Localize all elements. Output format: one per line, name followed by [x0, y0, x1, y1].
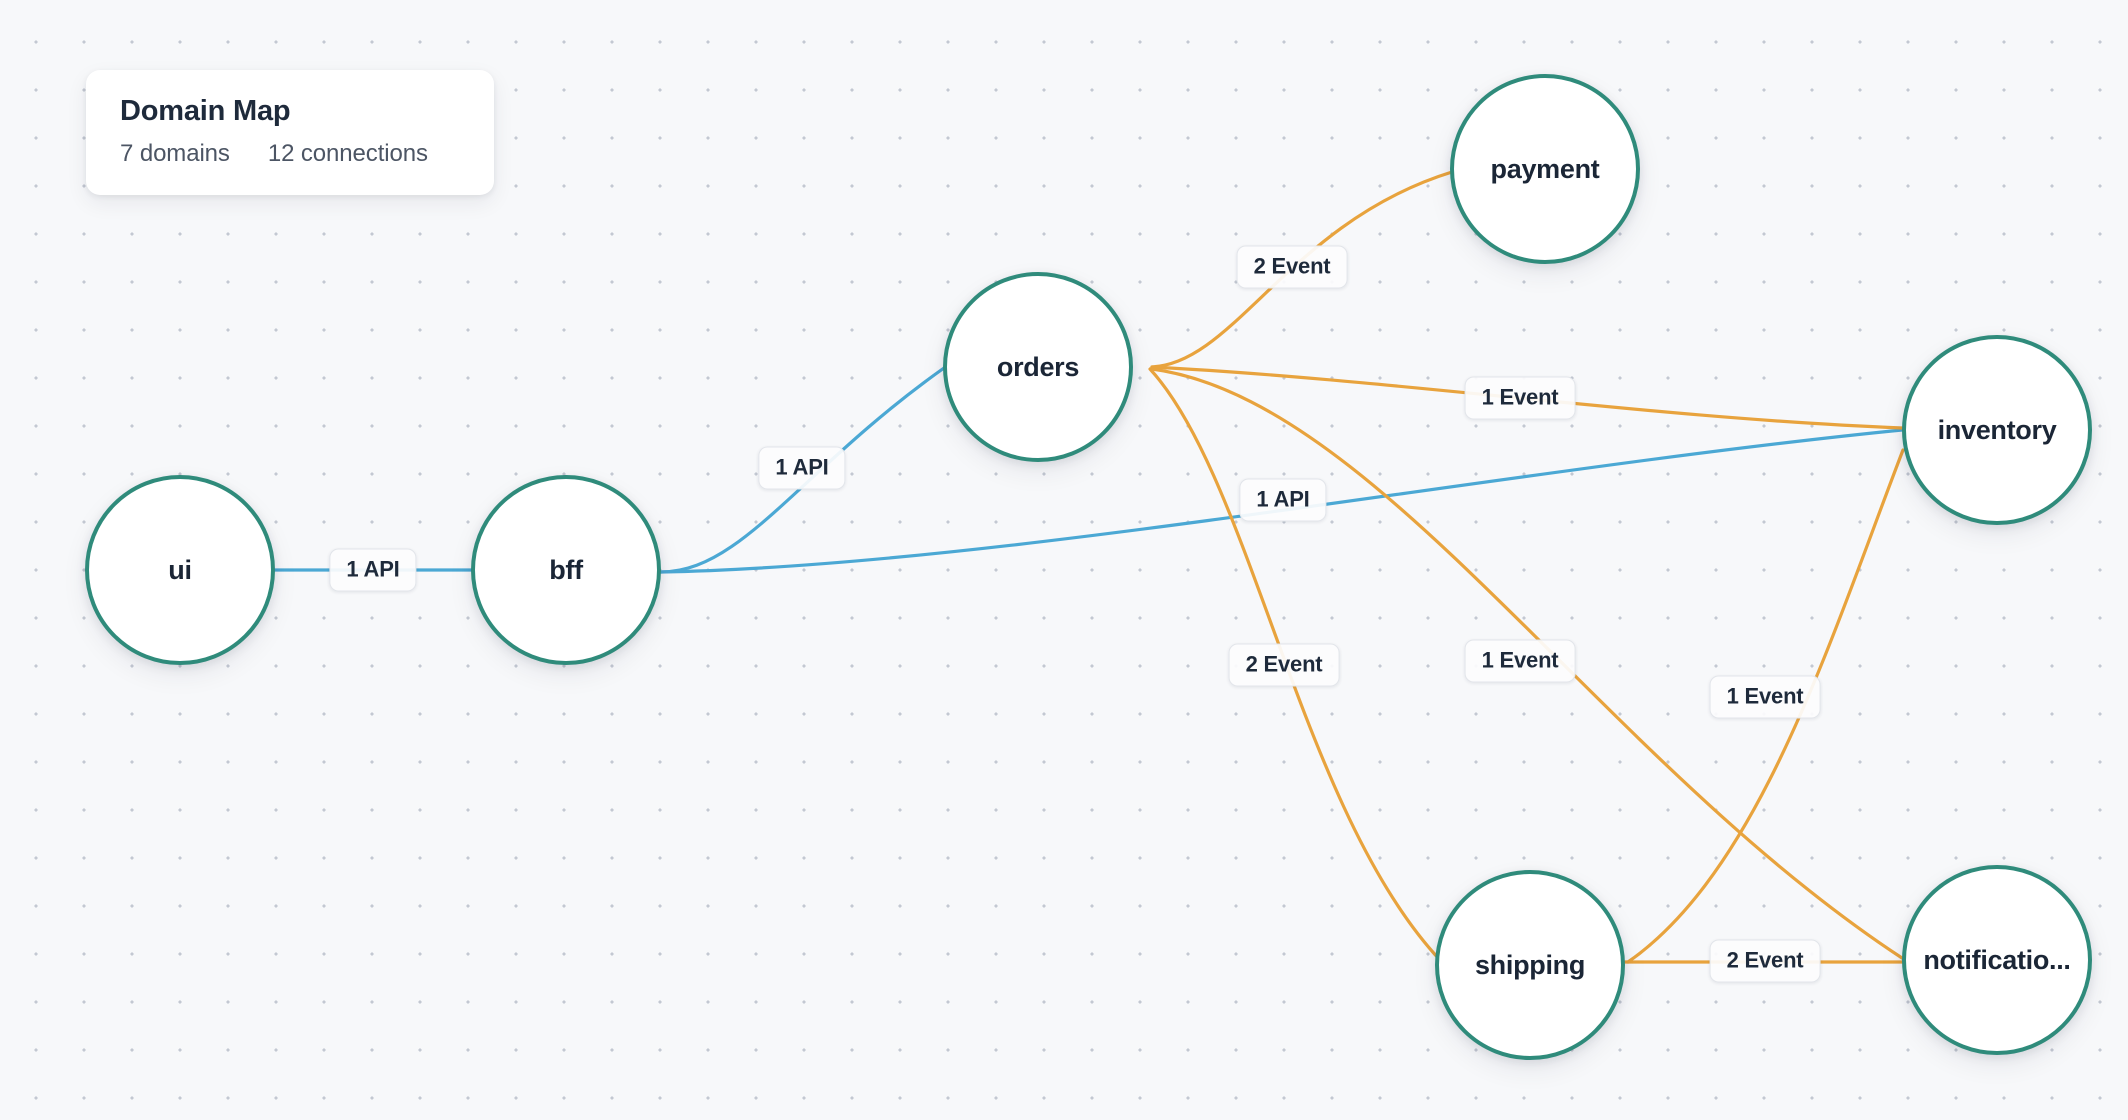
edge-label-orders-shipping[interactable]: 2 Event	[1228, 643, 1340, 687]
edge-label-ui-bff[interactable]: 1 API	[329, 548, 417, 592]
node-label: inventory	[1937, 414, 2057, 445]
edge-label-shipping-notifications[interactable]: 2 Event	[1709, 939, 1821, 983]
node-notifications[interactable]: notificatio...	[1902, 865, 2092, 1055]
edge-label-orders-payment[interactable]: 2 Event	[1236, 245, 1348, 289]
node-bff[interactable]: bff	[471, 475, 661, 665]
connection-count-label: 12 connections	[267, 139, 428, 167]
domain-count-label: 7 domains	[120, 139, 230, 167]
card-stats: 7 domains 12 connections	[120, 139, 462, 167]
edge-label-bff-inventory[interactable]: 1 API	[1239, 478, 1327, 522]
node-label: orders	[996, 351, 1080, 382]
edge-label-inventory-shipping[interactable]: 1 Event	[1709, 675, 1821, 719]
node-label: shipping	[1474, 949, 1586, 980]
edge-label-orders-notifications[interactable]: 1 Event	[1464, 639, 1576, 683]
node-inventory[interactable]: inventory	[1902, 335, 2092, 525]
edge-label-orders-inventory[interactable]: 1 Event	[1464, 376, 1576, 420]
edge-label-bff-orders[interactable]: 1 API	[758, 446, 846, 490]
page-title: Domain Map	[120, 95, 291, 127]
domain-map-info-card: Domain Map 7 domains 12 connections	[86, 70, 494, 196]
node-label: bff	[549, 554, 583, 585]
node-ui[interactable]: ui	[85, 475, 275, 665]
node-label: payment	[1490, 153, 1600, 184]
node-shipping[interactable]: shipping	[1435, 870, 1625, 1060]
node-orders[interactable]: orders	[943, 272, 1133, 462]
node-label: notificatio...	[1923, 944, 2071, 975]
node-payment[interactable]: payment	[1450, 74, 1640, 264]
node-label: ui	[168, 554, 192, 585]
